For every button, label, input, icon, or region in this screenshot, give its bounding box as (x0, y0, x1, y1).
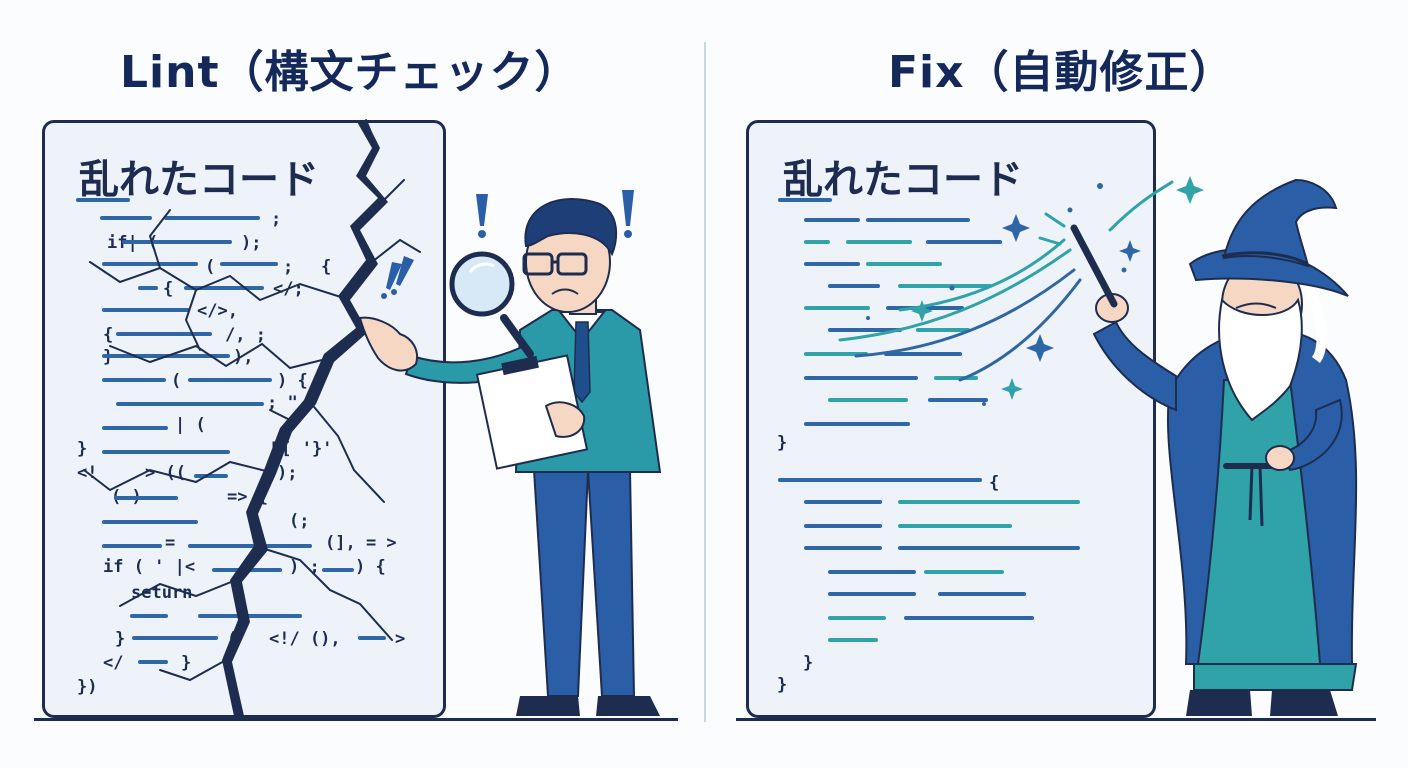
wizard-hip-hand (1265, 445, 1295, 471)
ground-line (34, 718, 678, 721)
code-token: } (777, 675, 788, 695)
broken-code-panel-title: 乱れたコード (79, 157, 319, 203)
inspector-hair (524, 198, 618, 257)
code-token: ); (277, 463, 298, 483)
exclamation-marks (381, 190, 634, 299)
code-token: > (( (145, 463, 186, 483)
wizard-hat (1222, 178, 1338, 268)
wizard-mustache (1235, 302, 1277, 309)
code-token: ); (241, 233, 262, 253)
wizard-boots (1186, 690, 1338, 716)
code-token: { (321, 257, 332, 277)
glasses (522, 252, 588, 276)
clipboard-clip (501, 355, 539, 376)
code-token: </>, (197, 301, 238, 321)
belt-tassels (1248, 465, 1264, 527)
code-token: (], = > (325, 533, 397, 553)
magic-swirls (838, 180, 1174, 382)
code-token: ; (271, 209, 282, 229)
inspector-character (358, 190, 662, 716)
main-crack (222, 120, 388, 716)
fixed-code-panel-title: 乱れたコード (783, 157, 1023, 203)
code-token: <!/ (), (269, 629, 341, 649)
hat-band (1221, 251, 1309, 266)
code-token: } (77, 439, 88, 459)
wizard-character (1070, 178, 1358, 716)
pointing-hand (358, 316, 418, 372)
sparkles (866, 176, 1204, 406)
code-token: }) (77, 677, 98, 697)
shoes (516, 696, 660, 716)
code-token: } (181, 653, 192, 673)
code-token: } (803, 653, 814, 673)
lint-title: Lint（構文チェック） (120, 47, 580, 98)
robe-hem (1193, 663, 1358, 691)
wizard-arm-hip (1282, 398, 1343, 472)
code-token: { (989, 473, 1000, 493)
code-token: ; " (267, 393, 298, 413)
lens-glare (468, 262, 495, 273)
magnifier-lens (449, 251, 515, 317)
code-token: /, ; (225, 325, 266, 345)
code-token: ) { (277, 371, 308, 391)
code-token: } (115, 629, 126, 649)
tie (573, 321, 591, 404)
code-token: ( (205, 257, 216, 277)
magic-wand (1070, 224, 1118, 308)
code-token: ; (283, 257, 294, 277)
broken-code-dashes (76, 198, 386, 664)
magnifier-handle (500, 314, 534, 358)
center-divider (704, 42, 706, 722)
code-token: (; (289, 511, 310, 531)
holding-hand (544, 401, 586, 438)
fixed-code-dashes (778, 198, 1080, 642)
code-token: { (163, 279, 174, 299)
code-token: | ( (175, 415, 206, 435)
code-token: } (777, 433, 788, 453)
ground-line (736, 718, 1376, 721)
code-token: seturn (131, 583, 193, 603)
code-token: ) { (355, 557, 386, 577)
wizard-beard (1218, 297, 1303, 422)
code-token: </ (103, 653, 124, 673)
code-token: ( (171, 371, 182, 391)
code-token: > (395, 629, 406, 649)
wizard-raised-arm (1092, 320, 1177, 412)
code-token: = (165, 533, 176, 553)
trousers (532, 469, 636, 697)
code-token: if ( ' |< (103, 557, 196, 577)
code-token: { (103, 325, 114, 345)
fix-title: Fix（自動修正） (888, 47, 1235, 98)
frown (551, 288, 579, 295)
